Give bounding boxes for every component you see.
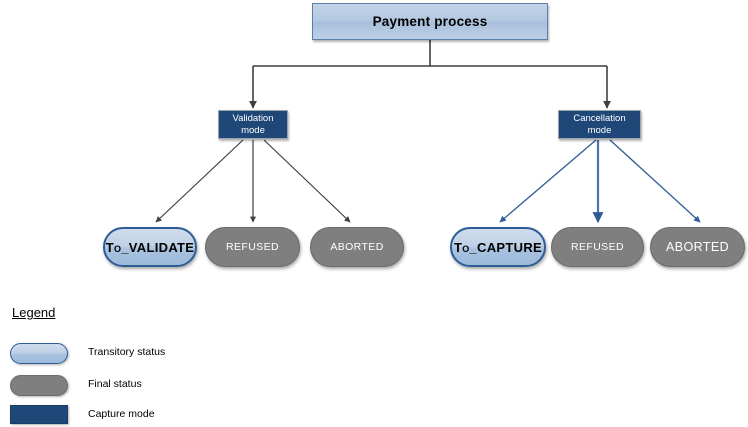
status-pill-aborted-validation-label: ABORTED <box>330 241 384 253</box>
legend-label-capture-mode: Capture mode <box>88 408 155 420</box>
status-pill-refused-cancellation-label: REFUSED <box>571 241 624 253</box>
legend-row: Transitory status <box>10 343 250 365</box>
status-pill-to-capture-label: To_CAPTURE <box>453 239 542 255</box>
status-pill-refused-validation-label: REFUSED <box>226 241 279 253</box>
connector-root-trunk <box>253 40 607 67</box>
legend-swatch-final <box>10 375 68 396</box>
mode-box-cancellation-label: Cancellation mode <box>573 113 625 137</box>
status-pill-refused-validation[interactable]: REFUSED <box>205 227 300 267</box>
status-pill-refused-cancellation[interactable]: REFUSED <box>551 227 644 267</box>
mode-box-validation[interactable]: Validation mode <box>218 110 288 139</box>
process-root-label: Payment process <box>372 14 488 29</box>
status-pill-to-validate[interactable]: To_VALIDATE <box>103 227 197 267</box>
legend-title: Legend <box>12 305 56 320</box>
mode-cancellation-line1: Cancellation <box>573 112 626 124</box>
status-pill-aborted-cancellation[interactable]: ABORTED <box>650 227 745 267</box>
mode-box-cancellation[interactable]: Cancellation mode <box>558 110 641 139</box>
status-pill-aborted-cancellation-label: ABORTED <box>666 240 729 254</box>
status-pill-aborted-validation[interactable]: ABORTED <box>310 227 404 267</box>
legend-label-transitory: Transitory status <box>88 346 166 358</box>
mode-validation-line1: Validation <box>232 112 274 124</box>
status-pill-to-capture[interactable]: To_CAPTURE <box>450 227 546 267</box>
legend-row: Capture mode <box>10 405 250 427</box>
legend: Legend Transitory status Final status Ca… <box>10 305 250 425</box>
process-root-box[interactable]: Payment process <box>312 3 548 40</box>
mode-validation-line2: mode <box>241 124 265 136</box>
connector-validation-to-aborted <box>263 139 351 223</box>
connector-cancellation-to-to-capture <box>499 139 597 223</box>
status-pill-to-validate-label: To_VALIDATE <box>105 239 195 255</box>
mode-box-validation-label: Validation mode <box>232 113 273 137</box>
connector-validation-to-to-validate <box>155 139 244 223</box>
legend-row: Final status <box>10 375 250 397</box>
legend-label-final: Final status <box>88 378 142 390</box>
legend-swatch-capture-mode <box>10 405 68 424</box>
legend-swatch-transitory <box>10 343 68 364</box>
mode-cancellation-line2: mode <box>587 124 612 136</box>
connector-cancellation-to-aborted <box>609 139 701 223</box>
